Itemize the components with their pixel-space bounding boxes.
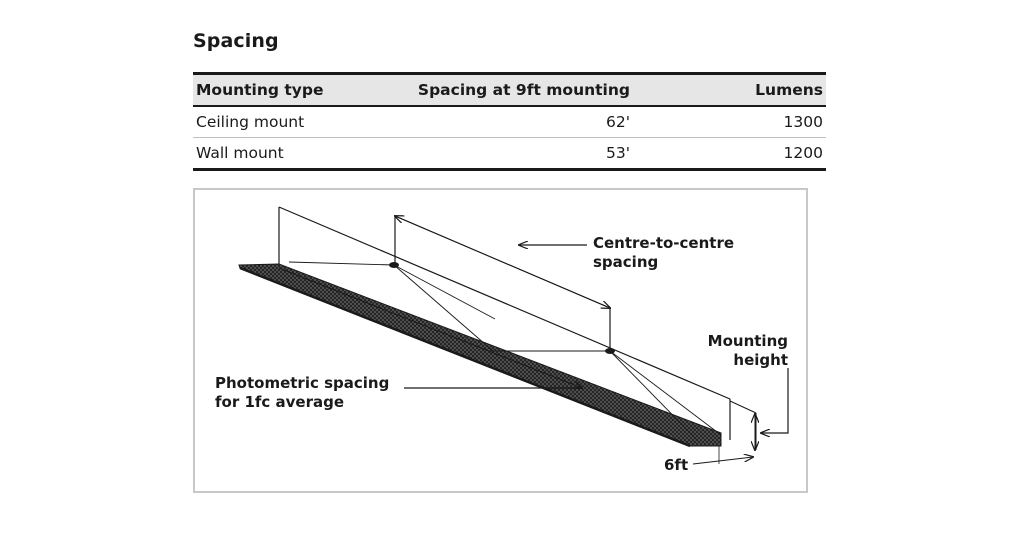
spacing-diagram: Centre-to-centre spacing Mounting height… xyxy=(193,188,808,493)
diagram-frame xyxy=(193,188,808,493)
cell-lumens: 1300 xyxy=(783,113,823,131)
cell-spacing: 62' xyxy=(606,113,630,131)
mounting-height-label: Mounting height xyxy=(707,332,788,369)
cell-spacing: 53' xyxy=(399,137,633,171)
table-row: Wall mount 53' 1200 xyxy=(193,137,826,171)
centre-to-centre-label: Centre-to-centre spacing xyxy=(593,234,735,271)
width-label: 6ft xyxy=(664,456,689,474)
cell-mounting-type: Ceiling mount xyxy=(196,113,305,131)
walkway-strip xyxy=(238,263,722,447)
section-title: Spacing xyxy=(193,30,279,52)
photometric-spacing-label: Photometric spacing for 1fc average xyxy=(215,374,390,411)
header-lumens: Lumens xyxy=(633,72,826,107)
table-header-row: Mounting type Spacing at 9ft mounting Lu… xyxy=(193,72,826,107)
table-row: Ceiling mount 62' 1300 xyxy=(193,106,826,138)
cell-lumens: 1200 xyxy=(633,137,826,171)
spacing-table: Mounting type Spacing at 9ft mounting Lu… xyxy=(193,72,826,171)
cell-mounting-type: Wall mount xyxy=(193,137,399,171)
wall-top-edge xyxy=(278,206,731,400)
header-spacing: Spacing at 9ft mounting xyxy=(399,72,633,107)
header-mounting-type: Mounting type xyxy=(193,72,399,107)
diagram-illustration xyxy=(193,188,808,493)
